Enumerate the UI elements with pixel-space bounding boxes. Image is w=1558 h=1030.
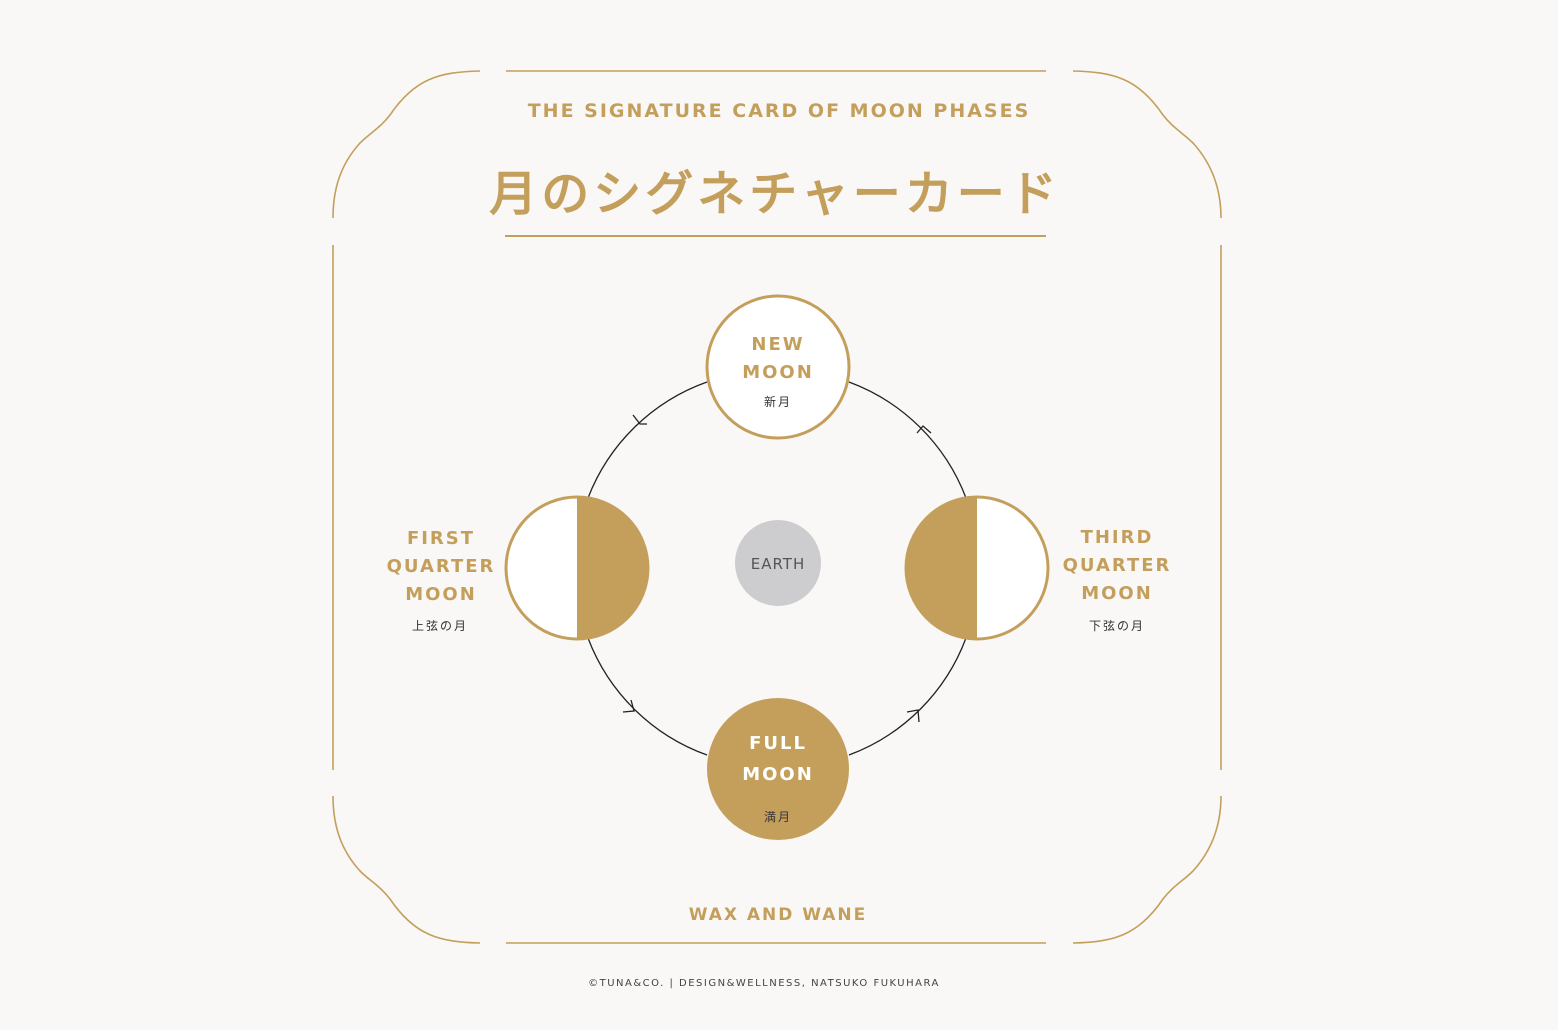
orbit: [587, 381, 967, 756]
first-quarter-label-line3: MOON: [405, 584, 477, 605]
orbit-arc-third-to-new: [848, 381, 967, 499]
arrow-third-to-new: [916, 425, 932, 434]
orbit-arc-first-to-full: [587, 637, 708, 756]
arrow-full-to-third: [906, 709, 920, 723]
third-quarter-label-line2: QUARTER: [1063, 555, 1172, 576]
card-frame: [332, 70, 1222, 944]
card-title: 月のシグネチャーカード: [489, 166, 1061, 222]
new-moon: NEW MOON 新月: [705, 294, 851, 440]
third-quarter-moon: THIRD QUARTER MOON 下弦の月: [904, 495, 1172, 641]
credit-line: ©TUNA&CO. | DESIGN&WELLNESS, NATSUKO FUK…: [588, 978, 940, 989]
full-moon-label-line2: MOON: [742, 764, 814, 785]
frame-corner-top-right: [1072, 70, 1222, 219]
first-quarter-moon: FIRST QUARTER MOON 上弦の月: [387, 495, 650, 641]
third-quarter-label-line3: MOON: [1081, 583, 1153, 604]
third-quarter-label-line1: THIRD: [1081, 527, 1154, 548]
third-quarter-lit-half: [906, 497, 977, 639]
first-quarter-lit-half: [577, 497, 648, 639]
first-quarter-label-jp: 上弦の月: [412, 618, 468, 633]
earth-circle: [735, 520, 821, 606]
new-moon-label-jp: 新月: [764, 394, 792, 409]
arrow-new-to-first: [632, 414, 647, 425]
earth-label: EARTH: [751, 555, 806, 573]
orbit-arrows: [622, 414, 932, 723]
frame-corner-bottom-left: [332, 795, 481, 944]
first-quarter-label-line2: QUARTER: [387, 556, 496, 577]
orbit-arc-full-to-third: [848, 637, 967, 756]
frame-corner-top-left: [332, 70, 481, 219]
orbit-arc-new-to-first: [587, 381, 708, 499]
full-moon-label-line1: FULL: [749, 733, 807, 754]
earth: EARTH: [735, 520, 821, 606]
first-quarter-label-line1: FIRST: [407, 528, 475, 549]
arrow-first-to-full: [622, 699, 635, 713]
frame-corner-bottom-right: [1072, 795, 1222, 944]
card-subtitle: THE SIGNATURE CARD OF MOON PHASES: [528, 100, 1031, 122]
new-moon-circle: [705, 294, 851, 440]
full-moon-label-jp: 満月: [764, 810, 792, 824]
new-moon-label-line2: MOON: [742, 362, 814, 383]
full-moon-circle: [707, 698, 849, 840]
full-moon: FULL MOON 満月: [707, 698, 849, 840]
third-quarter-label-jp: 下弦の月: [1089, 618, 1145, 633]
new-moon-label-line1: NEW: [751, 334, 804, 355]
card-tagline: WAX AND WANE: [689, 905, 868, 925]
